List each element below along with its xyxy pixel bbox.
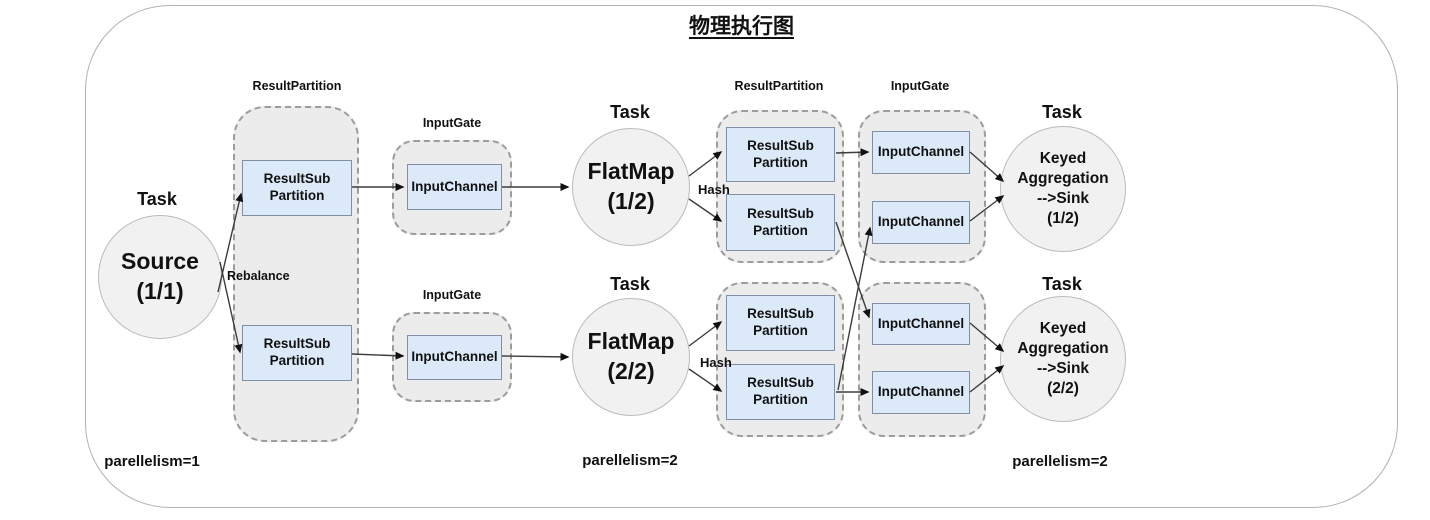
input-gate-label-flatmap-2: InputGate — [422, 288, 482, 302]
parallelism-label-flatmap: parellelism=2 — [582, 452, 678, 469]
task-label-flatmap-1: Task — [610, 102, 650, 122]
result-sub-partition-box-fm1-2: ResultSub Partition — [726, 194, 835, 251]
diagram-title-text: 物理执行图 — [689, 15, 794, 38]
task-label-flatmap-2: Task — [610, 274, 650, 294]
hash-label-1: Hash — [698, 182, 730, 197]
result-partition-label-flatmap: ResultPartition — [734, 79, 824, 93]
diagram-title: 物理执行图 — [85, 10, 1398, 40]
result-sub-partition-box-fm2-1: ResultSub Partition — [726, 295, 835, 351]
input-channel-box-agg2-1: InputChannel — [872, 303, 970, 345]
task-label-agg-1: Task — [1042, 102, 1082, 122]
flatmap-node-2: FlatMap (2/2) — [572, 298, 690, 416]
flatmap-node-1: FlatMap (1/2) — [572, 128, 690, 246]
rebalance-label: Rebalance — [227, 269, 290, 283]
keyed-agg-sink-node-2: Keyed Aggregation -->Sink (2/2) — [1000, 296, 1126, 422]
input-channel-box-fm1: InputChannel — [407, 164, 502, 210]
input-gate-label-agg: InputGate — [890, 79, 950, 93]
input-gate-label-flatmap-1: InputGate — [422, 116, 482, 130]
result-sub-partition-box-src-2: ResultSub Partition — [242, 325, 352, 381]
source-node: Source (1/1) — [98, 215, 222, 339]
parallelism-label-sink: parellelism=2 — [1012, 453, 1108, 470]
input-channel-box-agg1-1: InputChannel — [872, 131, 970, 174]
result-sub-partition-box-fm1-1: ResultSub Partition — [726, 127, 835, 182]
keyed-agg-sink-node-1: Keyed Aggregation -->Sink (1/2) — [1000, 126, 1126, 252]
result-partition-label-source: ResultPartition — [252, 79, 342, 93]
parallelism-label-source: parellelism=1 — [104, 453, 200, 470]
result-sub-partition-box-fm2-2: ResultSub Partition — [726, 364, 835, 420]
input-channel-box-agg1-2: InputChannel — [872, 201, 970, 244]
task-label-source: Task — [137, 189, 177, 209]
task-label-agg-2: Task — [1042, 274, 1082, 294]
hash-label-2: Hash — [700, 355, 732, 370]
result-sub-partition-box-src-1: ResultSub Partition — [242, 160, 352, 216]
input-channel-box-fm2: InputChannel — [407, 335, 502, 380]
input-channel-box-agg2-2: InputChannel — [872, 371, 970, 414]
